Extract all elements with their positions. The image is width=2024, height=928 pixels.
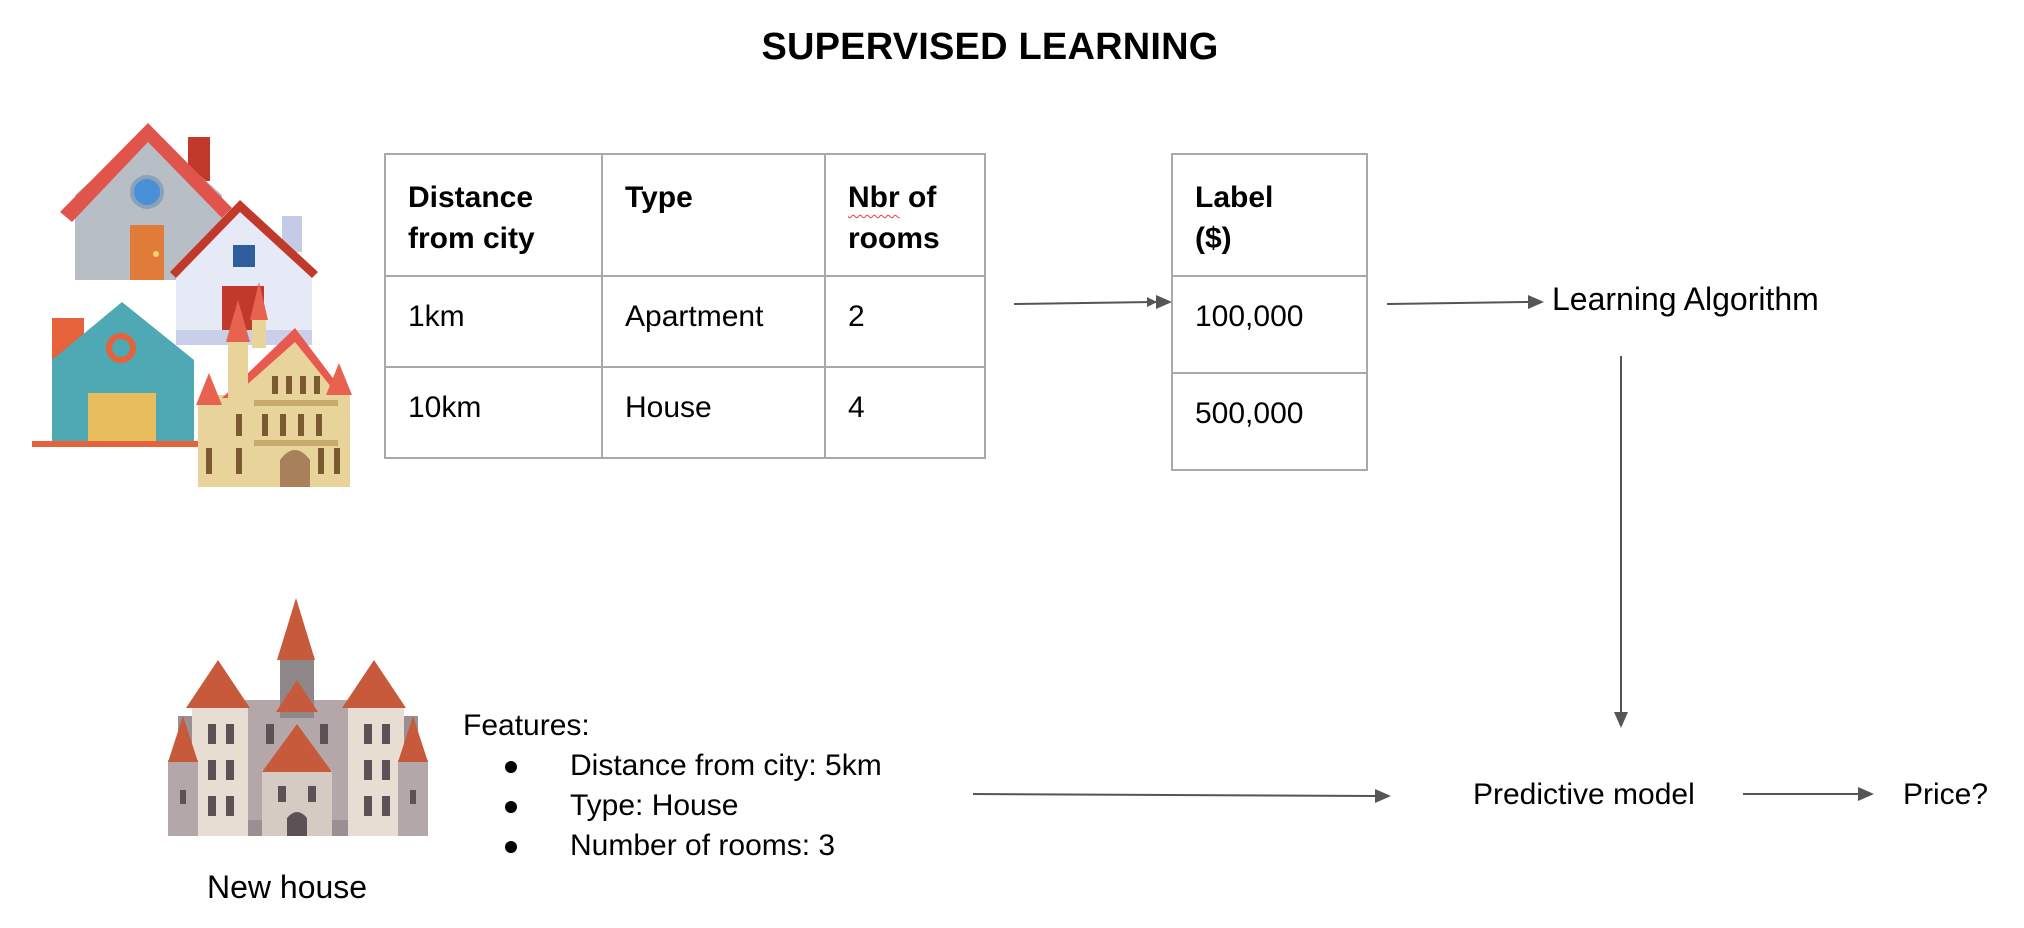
arrowhead [1858, 787, 1874, 801]
cell-rooms: 4 [824, 366, 986, 459]
header-rooms: Nbr of rooms [824, 153, 986, 277]
header-type: Type [601, 153, 826, 277]
arrowhead [1528, 295, 1544, 309]
list-item: Distance from city: 5km [463, 746, 882, 786]
header-distance-line2: from city [408, 222, 535, 255]
list-item: Type: House [463, 786, 882, 826]
header-label: Label ($) [1171, 153, 1368, 277]
label-table: Label ($) 100,000 500,000 [1171, 153, 1368, 471]
header-rooms-nbr: Nbr [848, 181, 900, 214]
arrowhead [1156, 295, 1172, 309]
cell-rooms: 2 [824, 275, 986, 368]
new-house-caption: New house [207, 869, 368, 905]
bullet-icon [505, 841, 517, 853]
table-row: 500,000 [1171, 372, 1368, 471]
features-table-header-row: Distance from city Type Nbr of rooms [384, 153, 986, 277]
header-label-line2: ($) [1195, 222, 1232, 255]
header-rooms-line2: rooms [848, 222, 940, 255]
feature-text: Number of rooms: 3 [570, 829, 836, 862]
features-heading: Features: [463, 709, 590, 742]
new-house-features: Features: Distance from city: 5km Type: … [463, 706, 882, 866]
table-row: 1km Apartment 2 [384, 275, 986, 368]
table-row: 100,000 [1171, 275, 1368, 374]
feature-text: Distance from city: 5km [570, 749, 882, 782]
arrow-features-to-label [1013, 297, 1157, 308]
arrowhead [1614, 712, 1628, 728]
feature-text: Type: House [570, 789, 739, 822]
page-title: SUPERVISED LEARNING [761, 26, 1219, 68]
arrow-label-to-algorithm [1386, 301, 1529, 305]
arrowhead [1375, 789, 1391, 803]
list-item: Number of rooms: 3 [463, 826, 882, 866]
label-table-header-row: Label ($) [1171, 153, 1368, 277]
price-output-label: Price? [1903, 778, 1989, 811]
cell-distance: 10km [384, 366, 603, 459]
cell-distance: 1km [384, 275, 603, 368]
header-label-line1: Label [1195, 181, 1274, 214]
cell-label: 500,000 [1171, 372, 1368, 471]
features-table: Distance from city Type Nbr of rooms 1km A… [384, 153, 986, 459]
bullet-icon [505, 761, 517, 773]
learning-algorithm-label: Learning Algorithm [1552, 281, 1819, 317]
header-rooms-line1-rest: of [899, 181, 937, 214]
header-distance-line1: Distance [408, 181, 534, 214]
predictive-model-label: Predictive model [1473, 778, 1695, 811]
bullet-icon [505, 801, 517, 813]
cell-label: 100,000 [1171, 275, 1368, 374]
header-distance: Distance from city [384, 153, 603, 277]
table-row: 10km House 4 [384, 366, 986, 459]
cell-type: House [601, 366, 826, 459]
arrow-newhouse-to-model [972, 793, 1376, 797]
cell-type: Apartment [601, 275, 826, 368]
